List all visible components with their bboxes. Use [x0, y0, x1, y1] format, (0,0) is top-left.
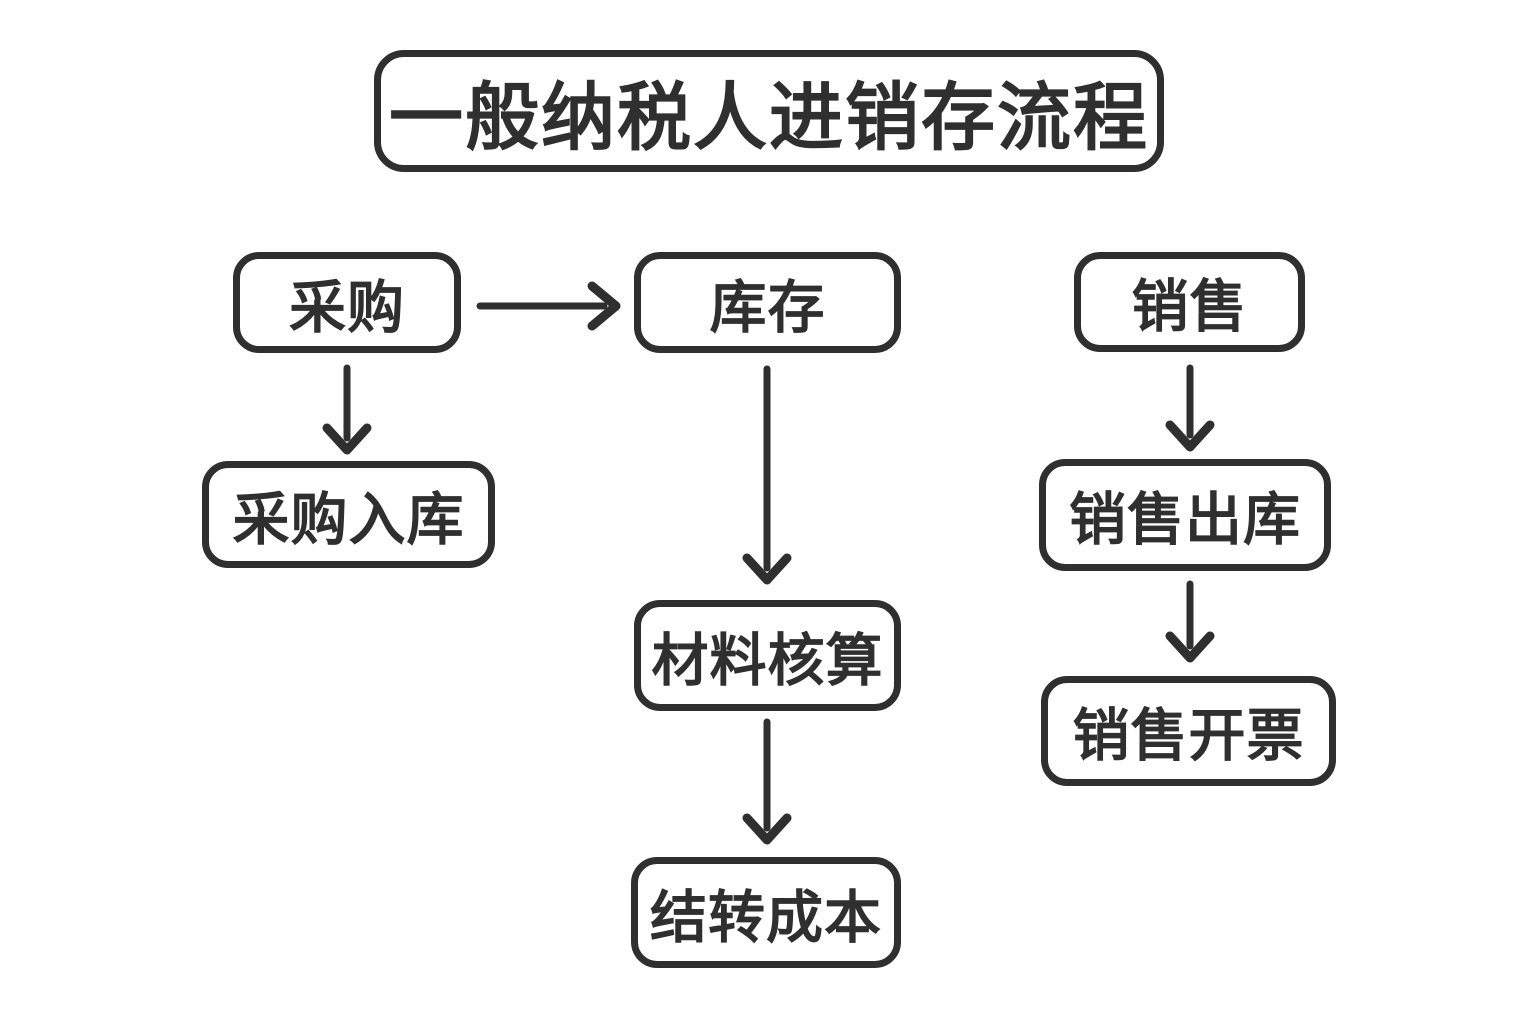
node-xiaoshou: 销售 [1074, 252, 1305, 352]
node-xiaoshou-chuku-label: 销售出库 [1069, 487, 1301, 553]
node-kucun: 库存 [634, 252, 901, 353]
node-xiaoshou-kaipiao: 销售开票 [1041, 676, 1336, 786]
arrow-xiaoshou-to-xiaoshou-chuku [1165, 364, 1215, 452]
node-cailiao-hesuan-label: 材料核算 [651, 627, 884, 694]
node-caigou: 采购 [233, 252, 461, 353]
node-xiaoshou-label: 销售 [1131, 274, 1248, 340]
arrow-caigou-to-caigou-ruku [322, 364, 372, 455]
node-caigou-label: 采购 [289, 274, 405, 341]
node-jiezhuan-chengben: 结转成本 [631, 857, 901, 968]
node-jiezhuan-chengben-label: 结转成本 [650, 884, 882, 951]
diagram-title-box: 一般纳税人进销存流程 [374, 50, 1164, 172]
node-caigou-ruku: 采购入库 [202, 461, 495, 568]
arrow-kucun-to-cailiao-hesuan [742, 365, 792, 585]
arrow-caigou-to-kucun [476, 281, 621, 331]
node-caigou-ruku-label: 采购入库 [232, 486, 465, 553]
diagram-title: 一般纳税人进销存流程 [389, 74, 1149, 161]
node-kucun-label: 库存 [709, 274, 826, 341]
node-cailiao-hesuan: 材料核算 [634, 600, 901, 711]
arrow-cailiao-hesuan-to-jiezhuan-chengben [742, 718, 792, 845]
node-xiaoshou-kaipiao-label: 销售开票 [1072, 703, 1305, 769]
arrow-xiaoshou-chuku-to-xiaoshou-kaipiao [1165, 580, 1215, 663]
node-xiaoshou-chuku: 销售出库 [1039, 459, 1331, 571]
